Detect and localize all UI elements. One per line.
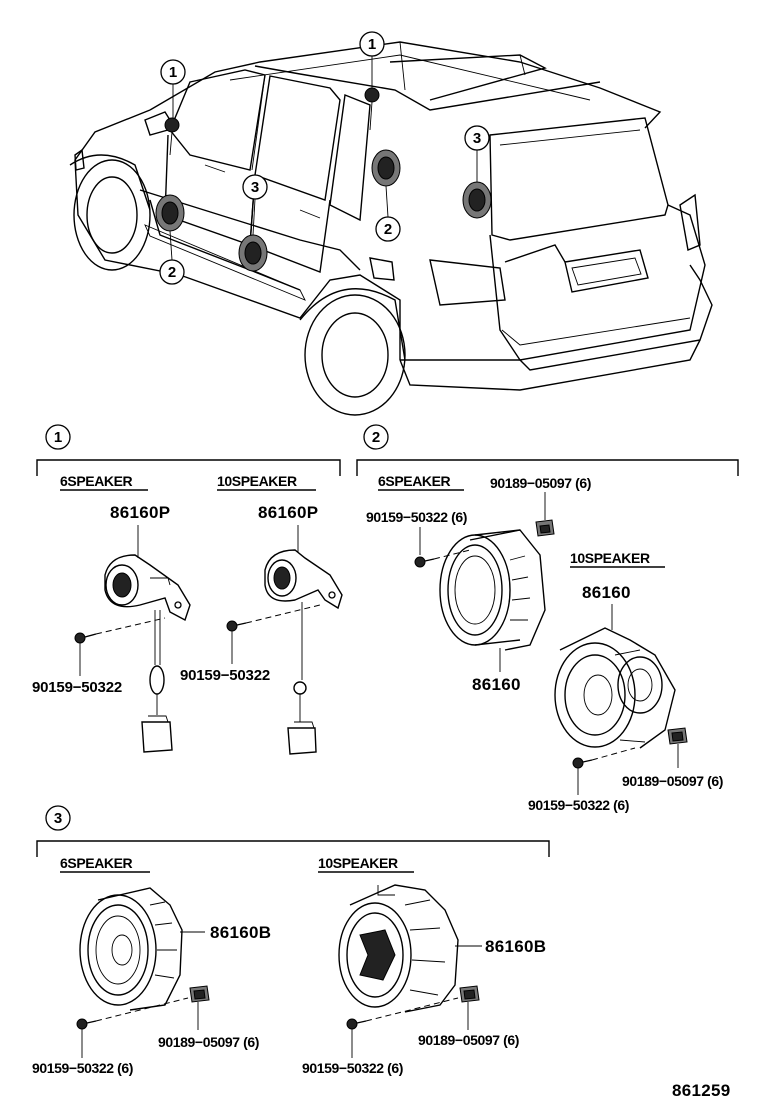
group-1-screw-right-label: 90159−50322 (180, 667, 270, 684)
group-3-part-left: 86160B (210, 923, 271, 942)
group-3-header-6speaker: 6SPEAKER (60, 855, 133, 871)
group-3-clip-right (459, 985, 480, 1030)
group-1-tweeters: 1 6SPEAKER 10SPEAKER 86160P 86160P (32, 424, 343, 755)
callout-2-pillar: 2 (375, 185, 401, 242)
group-1-screw-left (74, 617, 166, 676)
group-2-clip-right (667, 727, 688, 768)
speaker-86160B-10speaker (338, 884, 482, 1013)
callout-3-quarter: 3 (464, 125, 490, 182)
callout-3-door-label: 3 (251, 179, 259, 196)
group-2-door-speakers: 2 6SPEAKER 90189−05097 (6) 90159−50322 (… (356, 424, 739, 813)
group-3-callout-label: 3 (54, 810, 62, 827)
group-2-part-right: 86160 (582, 583, 631, 602)
group-3-bracket (36, 840, 550, 857)
group-1-screw-right (226, 604, 321, 664)
group-3-callout (45, 805, 71, 831)
group-3-part-right: 86160B (485, 937, 546, 956)
group-2-header-10speaker: 10SPEAKER (570, 550, 650, 566)
group-3-clip-left (189, 985, 210, 1030)
group-2-clip-top-label: 90189−05097 (6) (490, 475, 591, 491)
vehicle-speaker-pillar (371, 149, 401, 187)
speaker-86160-6speaker (439, 529, 546, 672)
vehicle-speaker-rear-door (238, 234, 268, 272)
callout-3-quarter-label: 3 (473, 130, 481, 147)
group-2-callout-label: 2 (372, 429, 380, 446)
group-3-clip-left-label: 90189−05097 (6) (158, 1034, 259, 1050)
callout-1-rear-label: 1 (368, 36, 376, 53)
group-3-screw-left (76, 997, 189, 1058)
group-2-clip-right-label: 90189−05097 (6) (622, 773, 723, 789)
callout-2-pillar-label: 2 (384, 221, 392, 238)
callout-1-front: 1 (160, 59, 186, 118)
tweeter-left (104, 525, 191, 753)
group-2-screw-right-label: 90159−50322 (6) (528, 797, 629, 813)
group-1-screw-left-label: 90159−50322 (32, 679, 122, 696)
callout-2-front: 2 (159, 230, 185, 285)
group-1-callout (45, 424, 71, 450)
group-1-bracket (36, 459, 341, 476)
vehicle-illustration: 1 1 2 2 3 3 (69, 31, 713, 416)
speaker-86160-10speaker (554, 604, 676, 749)
group-3-rear-speakers: 3 6SPEAKER 10SPEAKER 86160B 90189−05097 … (32, 805, 550, 1076)
callout-1-rear: 1 (359, 31, 385, 88)
group-2-clip-top (535, 492, 555, 537)
group-1-part-left: 86160P (110, 503, 170, 522)
group-3-clip-right-label: 90189−05097 (6) (418, 1032, 519, 1048)
group-2-bracket (356, 459, 739, 476)
tweeter-right (264, 525, 343, 755)
group-1-callout-label: 1 (54, 429, 62, 446)
group-1-header-10speaker: 10SPEAKER (217, 473, 297, 489)
group-3-header-10speaker: 10SPEAKER (318, 855, 398, 871)
group-1-part-right: 86160P (258, 503, 318, 522)
group-2-screw-top (414, 527, 471, 568)
group-1-header-6speaker: 6SPEAKER (60, 473, 133, 489)
speaker-86160B-6speaker (79, 887, 205, 1011)
figure-number: 861259 (672, 1081, 731, 1100)
group-2-screw-top-label: 90159−50322 (6) (366, 509, 467, 525)
group-2-callout (363, 424, 389, 450)
group-2-part-left: 86160 (472, 675, 521, 694)
group-3-screw-left-label: 90159−50322 (6) (32, 1060, 133, 1076)
callout-3-door: 3 (242, 174, 268, 236)
group-3-screw-right-label: 90159−50322 (6) (302, 1060, 403, 1076)
group-2-screw-right (572, 747, 636, 795)
vehicle-speaker-rear-quarter (462, 181, 492, 219)
vehicle-speaker-front-door (155, 194, 185, 232)
callout-1-front-label: 1 (169, 64, 177, 81)
group-2-header-6speaker: 6SPEAKER (378, 473, 451, 489)
vehicle-tweeter-rear (364, 87, 380, 131)
callout-2-front-label: 2 (168, 264, 176, 281)
group-3-screw-right (346, 997, 459, 1058)
vehicle-tweeter-front (164, 117, 180, 156)
